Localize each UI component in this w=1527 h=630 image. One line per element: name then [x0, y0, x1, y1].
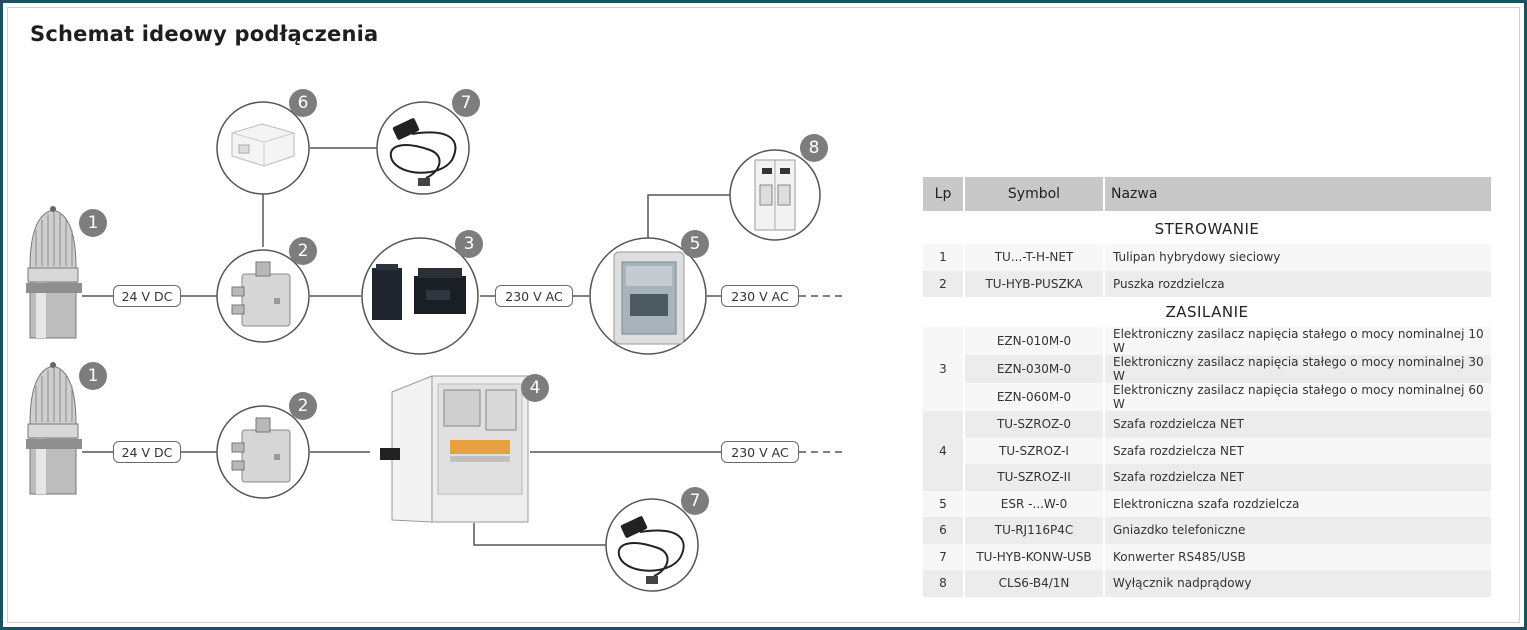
cell-symbol: CLS6-B4/1N: [965, 570, 1103, 597]
item-number-badge: 1: [79, 209, 107, 237]
item-number-badge: 7: [681, 487, 709, 515]
usb-converter-icon: [605, 498, 699, 592]
item-number-badge: 2: [289, 237, 317, 265]
usb-converter-icon: [376, 101, 470, 195]
cell-lp: 4: [923, 411, 963, 491]
cell-name: Elektroniczny zasilacz napięcia stałego …: [1105, 327, 1491, 355]
cell-name: Szafa rozdzielcza NET: [1105, 437, 1491, 464]
inner-frame: [7, 7, 1520, 623]
junction-box-icon: [216, 405, 310, 499]
cell-name: Wyłącznik nadprądowy: [1105, 570, 1491, 597]
cell-name: Elektroniczny zasilacz napięcia stałego …: [1105, 383, 1491, 411]
cell-name: Elektroniczna szafa rozdzielcza: [1105, 490, 1491, 517]
continuation-dashes: [799, 295, 842, 453]
cell-lp: 2: [923, 270, 963, 297]
cell-lp: 5: [923, 490, 963, 517]
electronic-cabinet-icon: [589, 237, 707, 355]
cell-symbol: EZN-060M-0: [965, 383, 1103, 411]
table-row: EZN-060M-0 Elektroniczny zasilacz napięc…: [923, 383, 1491, 411]
page-title: Schemat ideowy podłączenia: [30, 22, 379, 46]
item-number-badge: 8: [800, 134, 828, 162]
table-row: 5 ESR -...W-0 Elektroniczna szafa rozdzi…: [923, 490, 1491, 517]
header-name: Nazwa: [1105, 177, 1491, 214]
item-number-badge: 2: [289, 392, 317, 420]
junction-box-icon: [216, 249, 310, 343]
voltage-label-24vdc: 24 V DC: [113, 441, 181, 463]
cell-symbol: TU...-T-H-NET: [965, 244, 1103, 271]
cell-name: Konwerter RS485/USB: [1105, 543, 1491, 570]
table-row: TU-SZROZ-I Szafa rozdzielcza NET: [923, 437, 1491, 464]
cell-symbol: TU-SZROZ-I: [965, 437, 1103, 464]
table-row: TU-SZROZ-II Szafa rozdzielcza NET: [923, 464, 1491, 491]
telephone-socket-icon: [216, 101, 310, 195]
table-row: EZN-030M-0 Elektroniczny zasilacz napięc…: [923, 355, 1491, 383]
item-number-badge: 7: [452, 89, 480, 117]
component-legend-table: Lp Symbol Nazwa STEROWANIE 1 TU...-T-H-N…: [921, 177, 1493, 597]
circuit-breaker-icon: [729, 149, 821, 241]
cell-name: Szafa rozdzielcza NET: [1105, 411, 1491, 438]
cell-symbol: TU-HYB-PUSZKA: [965, 270, 1103, 297]
cell-symbol: ESR -...W-0: [965, 490, 1103, 517]
cell-lp: 8: [923, 570, 963, 597]
item-number-badge: 6: [289, 89, 317, 117]
cell-symbol: EZN-030M-0: [965, 355, 1103, 383]
cell-symbol: TU-SZROZ-II: [965, 464, 1103, 491]
tulipan-ventilator-icon: [26, 362, 82, 495]
cell-symbol: EZN-010M-0: [965, 327, 1103, 355]
item-number-badge: 3: [455, 230, 483, 258]
table-row: 2 TU-HYB-PUSZKA Puszka rozdzielcza: [923, 270, 1491, 297]
cell-name: Elektroniczny zasilacz napięcia stałego …: [1105, 355, 1491, 383]
cell-lp: 7: [923, 543, 963, 570]
distribution-cabinet-icon: [380, 375, 529, 523]
cell-name: Tulipan hybrydowy sieciowy: [1105, 244, 1491, 271]
table-row: 4 TU-SZROZ-0 Szafa rozdzielcza NET: [923, 411, 1491, 491]
power-supply-icon: [361, 237, 479, 355]
voltage-label-24vdc: 24 V DC: [113, 285, 181, 307]
cell-symbol: TU-HYB-KONW-USB: [965, 543, 1103, 570]
table-row: 3 EZN-010M-0 Elektroniczny zasilacz napi…: [923, 327, 1491, 411]
cell-lp: 3: [923, 327, 963, 411]
item-number-badge: 5: [681, 230, 709, 258]
tulipan-ventilator-icon: [26, 206, 82, 339]
cell-name: Puszka rozdzielcza: [1105, 270, 1491, 297]
header-lp: Lp: [923, 177, 963, 214]
table-row: 1 TU...-T-H-NET Tulipan hybrydowy siecio…: [923, 244, 1491, 271]
cell-symbol: TU-SZROZ-0: [965, 411, 1103, 438]
cell-lp: 6: [923, 517, 963, 544]
cell-name: Szafa rozdzielcza NET: [1105, 464, 1491, 491]
table-row: 7 TU-HYB-KONW-USB Konwerter RS485/USB: [923, 543, 1491, 570]
voltage-label-230vac: 230 V AC: [495, 285, 573, 307]
section-heading-power: ZASILANIE: [923, 297, 1491, 327]
item-number-badge: 1: [79, 362, 107, 390]
voltage-label-230vac: 230 V AC: [721, 441, 799, 463]
cell-symbol: TU-RJ116P4C: [965, 517, 1103, 544]
item-number-badge: 4: [521, 374, 549, 402]
cell-lp: 1: [923, 244, 963, 271]
header-symbol: Symbol: [965, 177, 1103, 214]
table-row: 6 TU-RJ116P4C Gniazdko telefoniczne: [923, 517, 1491, 544]
table-row: 8 CLS6-B4/1N Wyłącznik nadprądowy: [923, 570, 1491, 597]
connector-lines: [82, 147, 730, 546]
voltage-label-230vac: 230 V AC: [721, 285, 799, 307]
connection-diagram: [26, 101, 842, 592]
section-heading-control: STEROWANIE: [923, 214, 1491, 244]
cell-name: Gniazdko telefoniczne: [1105, 517, 1491, 544]
